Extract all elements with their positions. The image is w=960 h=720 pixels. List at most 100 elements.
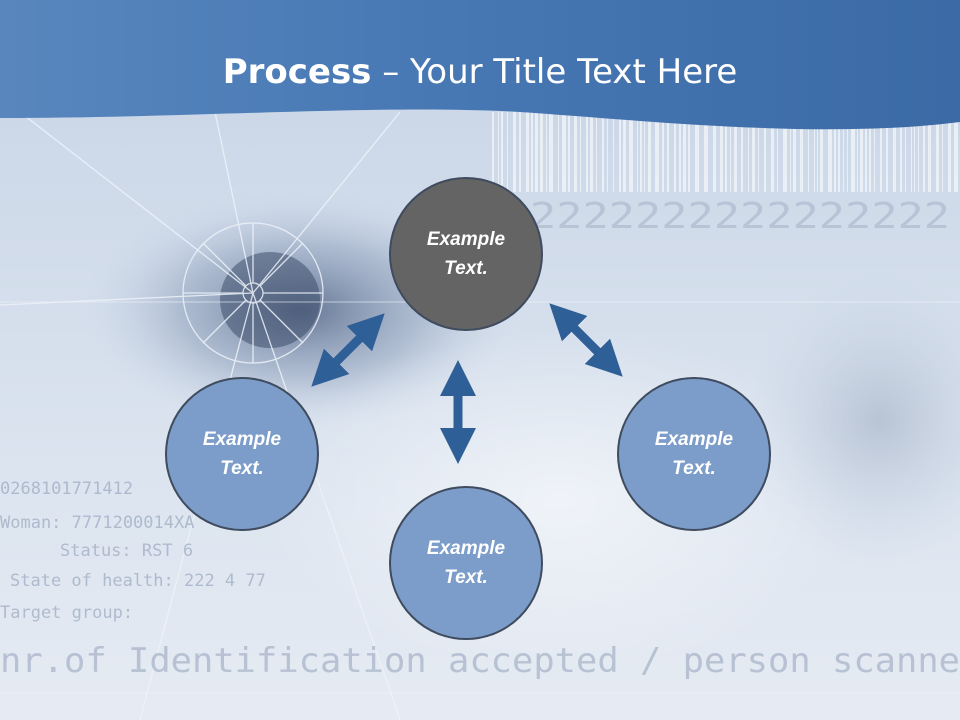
barcode-bar bbox=[808, 112, 809, 192]
barcode-bar bbox=[526, 112, 529, 192]
barcode-bar bbox=[640, 112, 642, 192]
node-left-line2: Text. bbox=[220, 458, 264, 479]
barcode-bar bbox=[948, 112, 951, 192]
bg-health-line: State of health: 222 4 77 bbox=[10, 571, 266, 591]
barcode-bar bbox=[880, 112, 882, 192]
barcode-bar bbox=[713, 112, 716, 192]
barcode-bar bbox=[800, 112, 803, 192]
bg-scan-line: nr.of Identification accepted / person s… bbox=[0, 641, 960, 681]
barcode-bar bbox=[771, 112, 774, 192]
barcode-bar bbox=[662, 112, 664, 192]
barcode-bar bbox=[720, 112, 723, 192]
node-bottom-line2: Text. bbox=[444, 567, 488, 588]
barcode-bar bbox=[549, 112, 553, 192]
barcode-bar bbox=[838, 112, 840, 192]
barcode-bar bbox=[674, 112, 676, 192]
barcode-bar bbox=[498, 112, 499, 192]
barcode-bar bbox=[847, 112, 848, 192]
barcode-graphic bbox=[492, 112, 958, 192]
barcode-bar bbox=[886, 112, 888, 192]
barcode-bar bbox=[911, 112, 912, 192]
barcode-bar bbox=[748, 112, 749, 192]
node-right-line2: Text. bbox=[672, 458, 716, 479]
barcode-bar bbox=[758, 112, 759, 192]
barcode-bar bbox=[568, 112, 570, 192]
barcode-bar bbox=[954, 112, 958, 192]
barcode-bar bbox=[492, 112, 494, 192]
barcode-bar bbox=[793, 112, 796, 192]
barcode-bar bbox=[683, 112, 686, 192]
barcode-bar bbox=[648, 112, 651, 192]
node-bottom-line1: Example bbox=[426, 538, 506, 559]
barcode-bar bbox=[667, 112, 669, 192]
barcode-bar bbox=[535, 112, 538, 192]
node-right[interactable]: Example Text. bbox=[617, 377, 771, 531]
bg-id-line: 0268101771412 bbox=[0, 479, 133, 499]
barcode-bar bbox=[679, 112, 681, 192]
barcode-bar bbox=[531, 112, 533, 192]
node-left-label: Example Text. bbox=[182, 425, 302, 483]
barcode-bar bbox=[914, 112, 915, 192]
bg-number-row: 2222222222222222 bbox=[530, 196, 950, 237]
node-bottom[interactable]: Example Text. bbox=[389, 486, 543, 640]
barcode-bar bbox=[644, 112, 645, 192]
barcode-bar bbox=[900, 112, 902, 192]
barcode-bar bbox=[828, 112, 832, 192]
title-bold: Process bbox=[222, 52, 372, 92]
barcode-bar bbox=[869, 112, 871, 192]
barcode-bar bbox=[688, 112, 690, 192]
barcode-bar bbox=[783, 112, 787, 192]
header-band bbox=[0, 0, 960, 130]
barcode-bar bbox=[843, 112, 844, 192]
node-top-label: Example Text. bbox=[406, 225, 526, 283]
barcode-bar bbox=[905, 112, 906, 192]
barcode-bar bbox=[874, 112, 875, 192]
barcode-bar bbox=[928, 112, 931, 192]
node-right-label: Example Text. bbox=[634, 425, 754, 483]
barcode-bar bbox=[820, 112, 823, 192]
barcode-bar bbox=[637, 112, 638, 192]
barcode-bar bbox=[607, 112, 608, 192]
barcode-bar bbox=[590, 112, 593, 192]
barcode-bar bbox=[942, 112, 943, 192]
barcode-bar bbox=[602, 112, 604, 192]
node-top-line2: Text. bbox=[444, 258, 488, 279]
barcode-bar bbox=[790, 112, 791, 192]
node-right-line1: Example bbox=[654, 429, 734, 450]
barcode-bar bbox=[834, 112, 836, 192]
barcode-bar bbox=[730, 112, 731, 192]
bg-target-line: Target group: bbox=[0, 603, 133, 623]
barcode-bar bbox=[580, 112, 581, 192]
barcode-bar bbox=[519, 112, 521, 192]
node-left[interactable]: Example Text. bbox=[165, 377, 319, 531]
bg-status-line: Status: RST 6 bbox=[60, 541, 193, 561]
barcode-bar bbox=[623, 112, 626, 192]
barcode-bar bbox=[741, 112, 743, 192]
barcode-bar bbox=[695, 112, 699, 192]
barcode-bar bbox=[613, 112, 614, 192]
barcode-bar bbox=[655, 112, 659, 192]
barcode-bar bbox=[860, 112, 863, 192]
barcode-bar bbox=[734, 112, 737, 192]
node-bottom-label: Example Text. bbox=[406, 534, 526, 592]
barcode-bar bbox=[918, 112, 919, 192]
barcode-bar bbox=[629, 112, 633, 192]
barcode-bar bbox=[777, 112, 778, 192]
barcode-bar bbox=[586, 112, 588, 192]
barcode-bar bbox=[562, 112, 566, 192]
barcode-bar bbox=[857, 112, 858, 192]
barcode-bar bbox=[851, 112, 855, 192]
node-top-line1: Example bbox=[426, 229, 506, 250]
barcode-bar bbox=[865, 112, 867, 192]
node-left-line1: Example bbox=[202, 429, 282, 450]
node-top[interactable]: Example Text. bbox=[389, 177, 543, 331]
barcode-bar bbox=[507, 112, 508, 192]
barcode-bar bbox=[893, 112, 896, 192]
barcode-bar bbox=[936, 112, 939, 192]
barcode-bar bbox=[704, 112, 708, 192]
barcode-bar bbox=[725, 112, 727, 192]
barcode-bar bbox=[764, 112, 766, 192]
barcode-bar bbox=[814, 112, 815, 192]
